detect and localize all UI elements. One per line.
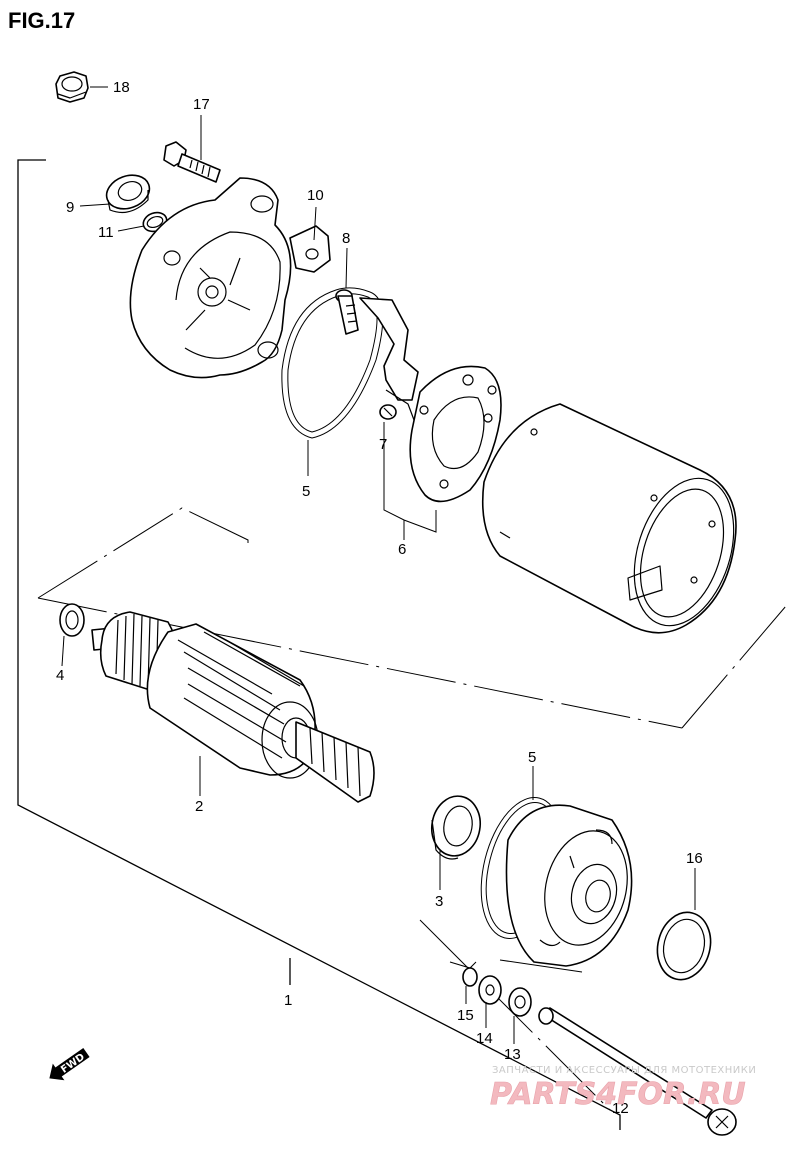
callout-4: 4 <box>56 667 64 684</box>
watermark-tagline: ЗАПЧАСТИ И АКСЕССУАРЫ ДЛЯ МОТОТЕХНИКИ <box>492 1065 756 1076</box>
part-10-clip <box>289 225 331 273</box>
callout-5-upper: 5 <box>302 483 310 500</box>
callouts: 18 17 9 11 10 8 5 7 6 4 2 5 3 16 1 15 14… <box>56 79 703 1117</box>
front-cover <box>505 804 633 967</box>
part-13-washer <box>508 987 532 1017</box>
forward-arrow-icon: FWD <box>49 1047 90 1081</box>
part-7-screw <box>379 404 397 420</box>
callout-12: 12 <box>612 1100 629 1117</box>
part-15-oring <box>462 967 478 987</box>
part-3-seal <box>430 795 482 860</box>
part-8-terminal-bolt <box>335 289 359 335</box>
callout-8: 8 <box>342 230 350 247</box>
part-2-armature <box>91 611 375 803</box>
callout-6: 6 <box>398 541 406 558</box>
callout-11: 11 <box>98 224 114 241</box>
callout-17: 17 <box>193 96 210 113</box>
callout-3: 3 <box>435 893 443 910</box>
part-17-bolt <box>163 141 221 183</box>
assembly-bracket <box>17 159 621 1130</box>
part-16-oring <box>656 911 712 981</box>
callout-15: 15 <box>457 1007 474 1024</box>
leader-lines <box>61 86 696 1044</box>
part-12-through-bolt <box>538 1007 737 1136</box>
callout-2: 2 <box>195 798 203 815</box>
part-14-washer <box>478 975 502 1005</box>
part-9-seal <box>105 174 151 213</box>
callout-16: 16 <box>686 850 703 867</box>
callout-14: 14 <box>476 1030 493 1047</box>
part-6-brush-plate <box>359 297 502 503</box>
callout-1: 1 <box>284 992 292 1009</box>
callout-9: 9 <box>66 199 74 216</box>
callout-10: 10 <box>307 187 324 204</box>
callout-13: 13 <box>504 1046 521 1063</box>
part-18-nut <box>55 71 89 103</box>
rear-cover-housing <box>129 177 292 379</box>
watermark: ЗАПЧАСТИ И АКСЕССУАРЫ ДЛЯ МОТОТЕХНИКИ PA… <box>490 1065 756 1112</box>
part-5-oring-upper <box>281 287 384 439</box>
figure-title: FIG.17 <box>8 8 75 33</box>
watermark-logo: PARTS4FOR.RU <box>490 1077 746 1112</box>
part-4-washer <box>59 603 85 637</box>
callout-5-lower: 5 <box>528 749 536 766</box>
callout-7: 7 <box>379 436 387 453</box>
callout-18: 18 <box>113 79 130 96</box>
yoke-housing <box>481 403 737 634</box>
